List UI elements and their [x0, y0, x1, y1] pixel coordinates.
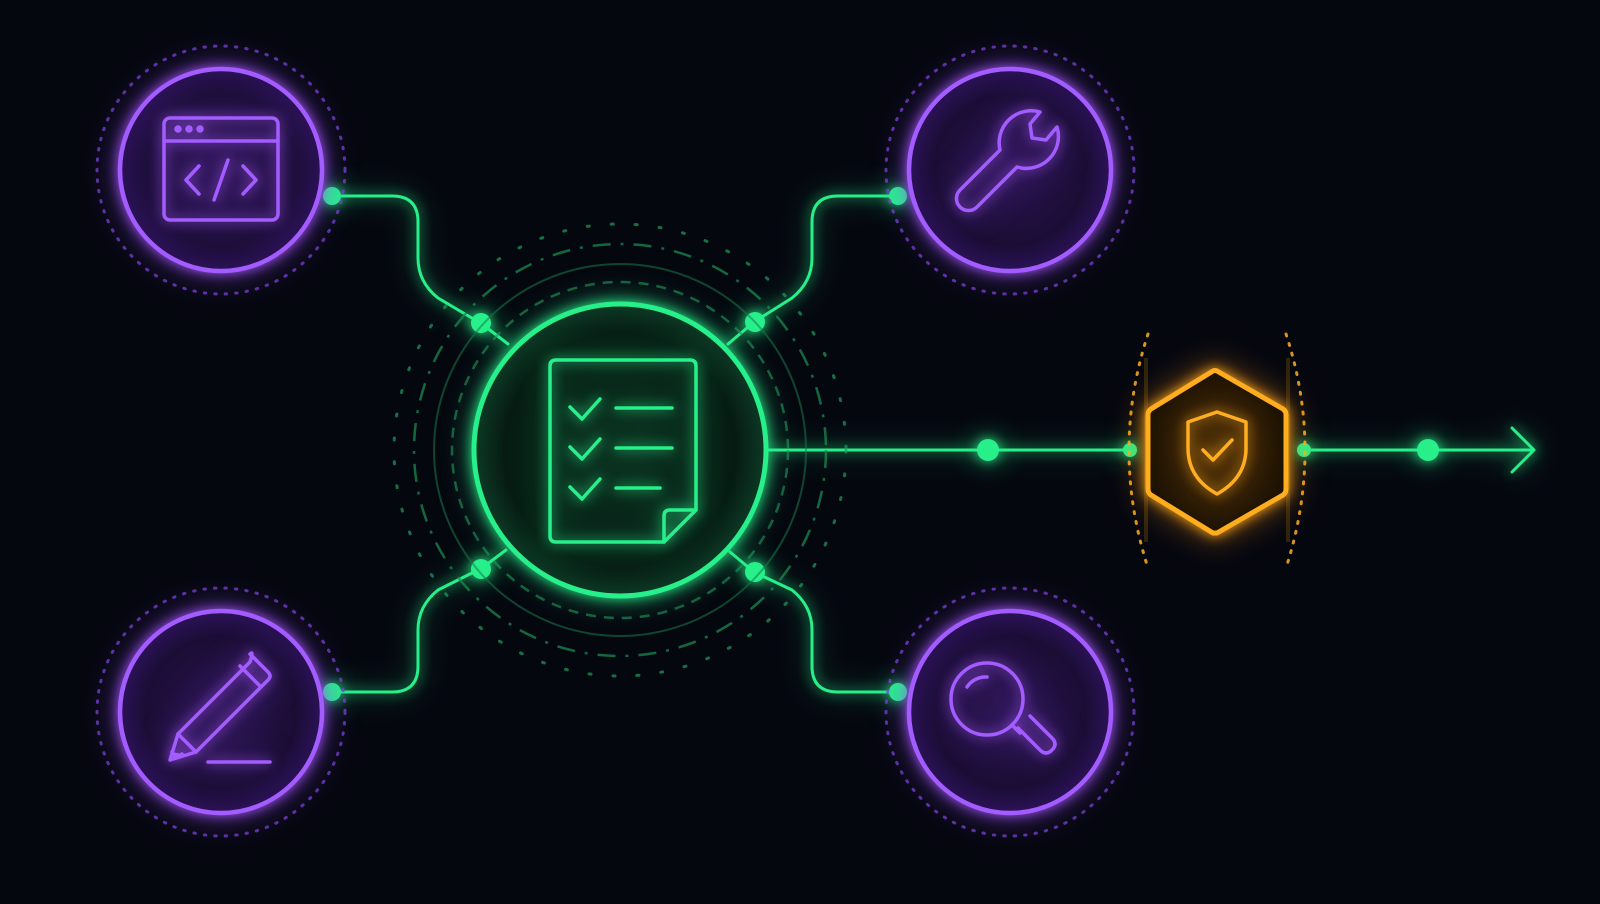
gate-bracket-left — [1127, 332, 1150, 570]
connector-bottom-right — [728, 550, 900, 694]
node-circle — [906, 608, 1114, 816]
node-dotted-halo — [95, 586, 347, 838]
dot-bottom-right-node — [889, 683, 907, 701]
arrow-right-icon — [1510, 426, 1536, 474]
node-circle — [117, 66, 325, 274]
hub-outer-dotted-ring — [392, 222, 848, 678]
dot-mid-line — [977, 439, 999, 461]
node-circle — [906, 66, 1114, 274]
hub-core-circle — [471, 301, 769, 599]
wrench-icon — [954, 109, 1061, 213]
checklist-document-icon — [548, 358, 698, 544]
node-circle — [117, 608, 325, 816]
dot-bottom-right-hub — [745, 562, 765, 582]
hub-faint-ring — [433, 263, 807, 637]
center-hub — [392, 222, 848, 678]
node-dotted-halo — [95, 44, 347, 296]
dot-top-left-node — [323, 187, 341, 205]
dot-bottom-left-node — [323, 683, 341, 701]
dot-output-line — [1417, 439, 1439, 461]
dot-gate-out — [1297, 443, 1311, 457]
node-dotted-halo — [884, 44, 1136, 296]
node-top-left — [95, 44, 347, 296]
dot-bottom-left-hub — [471, 559, 491, 579]
pencil-icon — [168, 651, 272, 764]
connector-top-right — [726, 194, 900, 346]
dot-top-right-node — [889, 187, 907, 205]
shield-check-icon — [1186, 410, 1248, 496]
dot-top-left-hub — [471, 313, 491, 333]
node-bottom-left — [95, 586, 347, 838]
connector-top-left — [330, 194, 510, 346]
hub-dashed-ring — [412, 242, 828, 658]
magnifier-icon — [949, 661, 1057, 755]
node-top-right — [884, 44, 1136, 296]
node-dotted-halo — [884, 586, 1136, 838]
dot-gate-in — [1123, 443, 1137, 457]
connector-bottom-left — [330, 548, 508, 694]
node-bottom-right — [884, 586, 1136, 838]
gate-node — [1127, 332, 1307, 570]
hub-inner-dashed-ring — [450, 280, 790, 620]
gate-bracket-right — [1284, 332, 1307, 570]
gate-hexagon — [1145, 368, 1289, 536]
code-window-icon — [162, 116, 280, 222]
